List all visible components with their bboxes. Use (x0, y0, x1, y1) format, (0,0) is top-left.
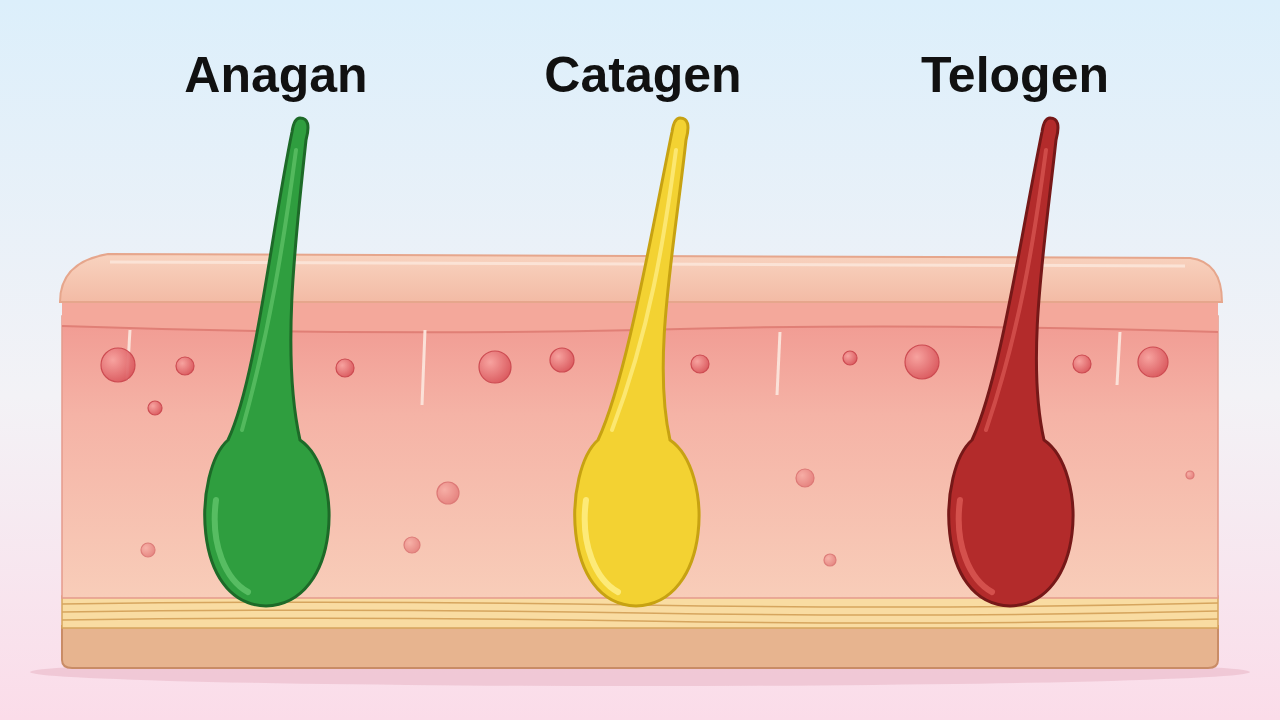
skin-crease (1117, 332, 1120, 385)
hair-highlight (242, 150, 296, 430)
hair-follicle (949, 118, 1073, 606)
hair-follicle (575, 118, 699, 606)
skin-cell (824, 554, 836, 566)
skin-cell (176, 357, 194, 375)
hair-follicles (205, 118, 1073, 606)
skin-cell (905, 345, 939, 379)
base-layer (62, 626, 1218, 668)
skin-cell (691, 355, 709, 373)
skin-cell (1138, 347, 1168, 377)
skin-cell (1186, 471, 1194, 479)
skin-cell (148, 401, 162, 415)
hair-highlight (959, 500, 992, 592)
skin-cell (141, 543, 155, 557)
skin-cell (101, 348, 135, 382)
hair-follicle (205, 118, 329, 606)
hair-highlight (215, 500, 248, 592)
stage-label: Catagen (544, 48, 741, 103)
hair-shape (949, 118, 1073, 606)
hair-shape (575, 118, 699, 606)
skin-cell (404, 537, 420, 553)
stage-label: Anagan (184, 48, 367, 103)
skin-crease (422, 330, 425, 405)
hair-highlight (612, 150, 676, 430)
stage-label: Telogen (921, 48, 1109, 103)
skin-cell (843, 351, 857, 365)
hair-shape (205, 118, 329, 606)
hair-highlight (585, 500, 618, 592)
skin-cell (550, 348, 574, 372)
skin-crease (777, 332, 780, 395)
hair-highlight (986, 150, 1046, 430)
skin-cell (437, 482, 459, 504)
skin-cell (1073, 355, 1091, 373)
skin-cell (479, 351, 511, 383)
skin-cell (796, 469, 814, 487)
skin-cell (336, 359, 354, 377)
